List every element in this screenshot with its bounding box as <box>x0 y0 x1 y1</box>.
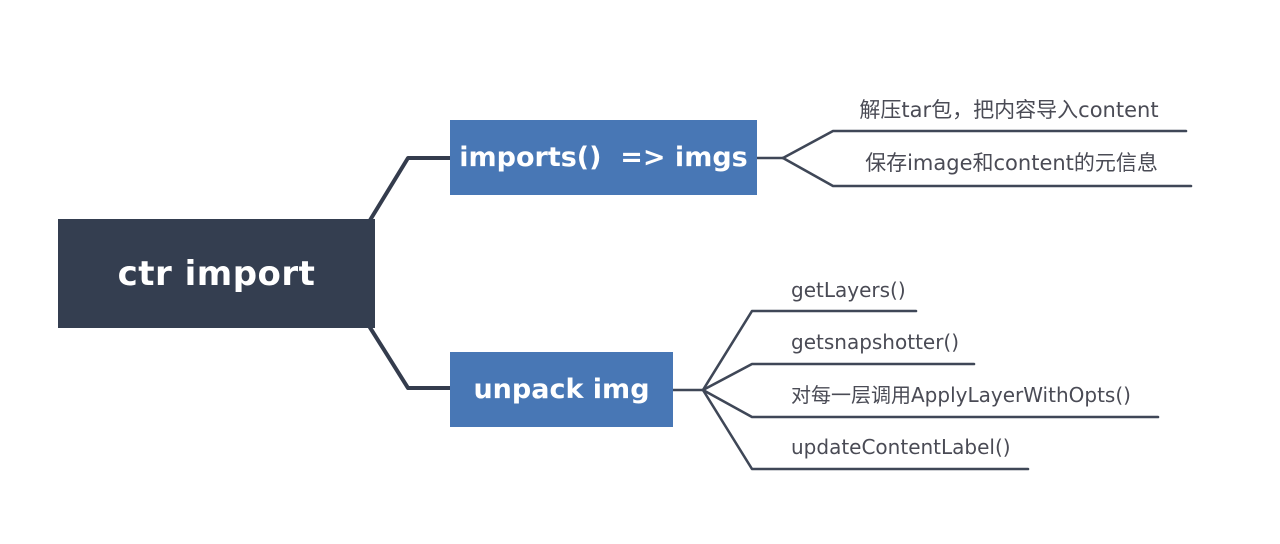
leaf-topic-applylayerwithopts[interactable]: 对每一层调用ApplyLayerWithOpts() <box>791 383 1131 407</box>
branch-node-unpack-img[interactable]: unpack img <box>450 352 673 427</box>
branch-imports-label: imports() => imgs <box>459 142 748 173</box>
leaf-topic-getsnapshotter[interactable]: getsnapshotter() <box>791 330 960 354</box>
edge-unpack-leaf-3 <box>701 388 1160 419</box>
edge-imports-leaf-2 <box>781 156 1193 188</box>
edge-unpack-leaf-2 <box>701 362 976 392</box>
leaf-topic-getlayers[interactable]: getLayers() <box>791 278 906 302</box>
edge-imports-leaf-1 <box>781 129 1188 160</box>
edge-root-to-imports <box>362 156 454 232</box>
leaf-topic-save-metadata[interactable]: 保存image和content的元信息 <box>865 151 1158 175</box>
root-node-label: ctr import <box>117 253 316 294</box>
edge-unpack-leaf-4 <box>701 388 1030 471</box>
branch-node-imports[interactable]: imports() => imgs <box>450 120 757 195</box>
edge-root-to-unpack <box>362 316 454 390</box>
leaf-topic-untar-content[interactable]: 解压tar包，把内容导入content <box>859 98 1159 122</box>
edge-unpack-leaf-1 <box>701 309 918 392</box>
branch-unpack-label: unpack img <box>473 374 650 405</box>
root-node-ctr-import[interactable]: ctr import <box>58 219 375 328</box>
leaf-topic-updatecontentlabel[interactable]: updateContentLabel() <box>791 435 1011 459</box>
